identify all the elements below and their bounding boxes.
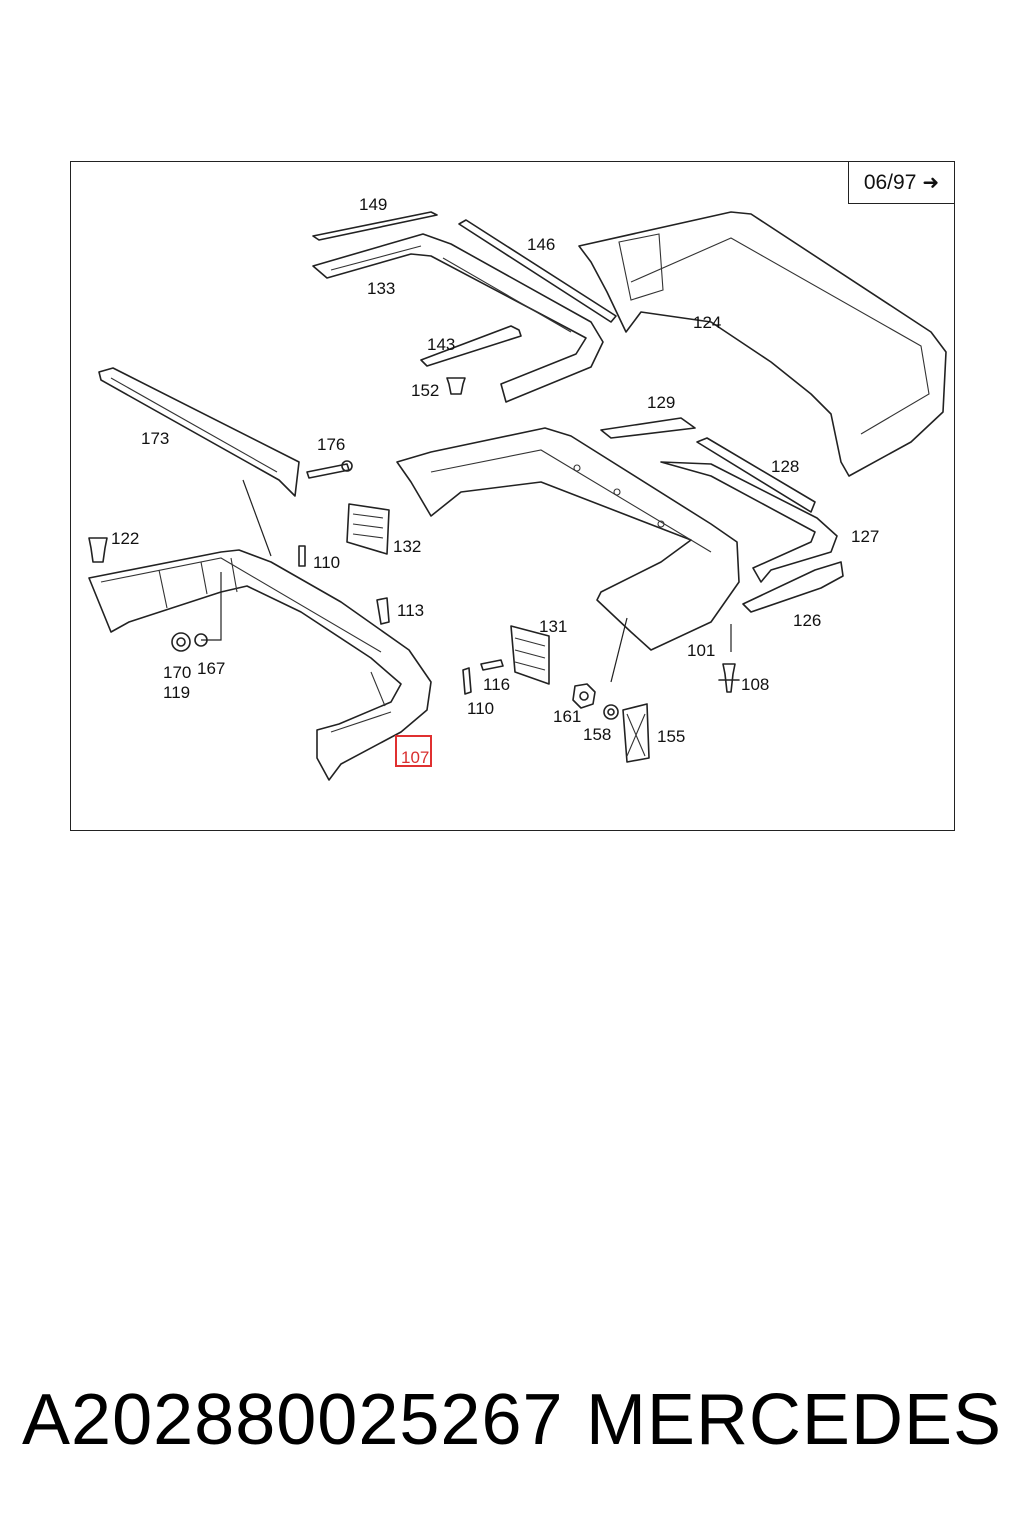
part-116-pin bbox=[480, 659, 504, 671]
part-161-nut bbox=[572, 683, 596, 709]
date-badge-text: 06/97 bbox=[863, 170, 917, 194]
callout-152: 152 bbox=[411, 381, 439, 400]
part-127-strip bbox=[660, 461, 838, 583]
part-146-trim-strip bbox=[458, 219, 617, 323]
callout-101: 101 bbox=[687, 641, 715, 660]
callout-110-a: 110 bbox=[313, 553, 340, 572]
part-167-washer bbox=[194, 633, 208, 647]
callout-116: 116 bbox=[483, 675, 510, 694]
part-107-lower-bumper bbox=[88, 549, 432, 781]
part-132-grille bbox=[346, 503, 390, 555]
part-124-rear-bumper bbox=[578, 211, 947, 477]
part-158-washer bbox=[603, 704, 619, 720]
callout-124: 124 bbox=[693, 313, 721, 332]
highlight-box-107 bbox=[395, 735, 432, 767]
part-155-reflector bbox=[622, 703, 650, 763]
callout-119: 119 bbox=[163, 683, 190, 702]
part-152-clip bbox=[446, 377, 466, 395]
part-108-clip bbox=[718, 663, 740, 693]
part-129-strip bbox=[600, 417, 696, 439]
callout-122: 122 bbox=[111, 529, 139, 548]
callout-176: 176 bbox=[317, 435, 345, 454]
parts-diagram: 149 146 133 124 143 152 173 176 129 128 … bbox=[70, 161, 955, 831]
callout-155: 155 bbox=[657, 727, 685, 746]
part-170-nut bbox=[171, 632, 191, 652]
callout-158: 158 bbox=[583, 725, 611, 744]
callout-126: 126 bbox=[793, 611, 821, 630]
date-badge: 06/97 ➜ bbox=[848, 161, 955, 204]
part-110-bracket-a bbox=[298, 545, 306, 567]
callout-113: 113 bbox=[397, 601, 424, 620]
callout-128: 128 bbox=[771, 457, 799, 476]
part-133-bumper-cover-upper bbox=[312, 233, 604, 403]
callout-149: 149 bbox=[359, 195, 387, 214]
part-113-bracket bbox=[376, 597, 390, 625]
part-126-strip bbox=[730, 561, 844, 652]
callout-132: 132 bbox=[393, 537, 421, 556]
callout-143: 143 bbox=[427, 335, 455, 354]
part-122-pin bbox=[88, 537, 108, 563]
brand-name: MERCEDES bbox=[585, 1380, 1002, 1460]
callout-110-b: 110 bbox=[467, 699, 494, 718]
bumper-exploded-view: 149 146 133 124 143 152 173 176 129 128 … bbox=[88, 195, 947, 781]
callout-107: 107 bbox=[401, 748, 429, 767]
callout-133: 133 bbox=[367, 279, 395, 298]
part-131-grille bbox=[510, 625, 550, 685]
callout-108: 108 bbox=[741, 675, 769, 694]
part-110-bracket-b bbox=[462, 667, 472, 695]
footer: A202880025267 MERCEDES bbox=[0, 1370, 1024, 1470]
part-number: A202880025267 bbox=[22, 1380, 564, 1460]
callout-173: 173 bbox=[141, 429, 169, 448]
callout-161: 161 bbox=[553, 707, 581, 726]
part-101-bumper-core bbox=[396, 427, 740, 683]
callout-167: 167 bbox=[197, 659, 225, 678]
callout-170: 170 bbox=[163, 663, 191, 682]
callout-129: 129 bbox=[647, 393, 675, 412]
part-149-trim-strip bbox=[312, 211, 438, 241]
callout-131: 131 bbox=[539, 617, 567, 636]
part-128-strip bbox=[696, 437, 816, 513]
part-173-strip bbox=[98, 367, 300, 557]
arrow-right-icon: ➜ bbox=[922, 171, 940, 194]
callout-146: 146 bbox=[527, 235, 555, 254]
part-176-screw bbox=[306, 460, 353, 479]
part-143-strip bbox=[420, 325, 522, 367]
callout-127: 127 bbox=[851, 527, 879, 546]
